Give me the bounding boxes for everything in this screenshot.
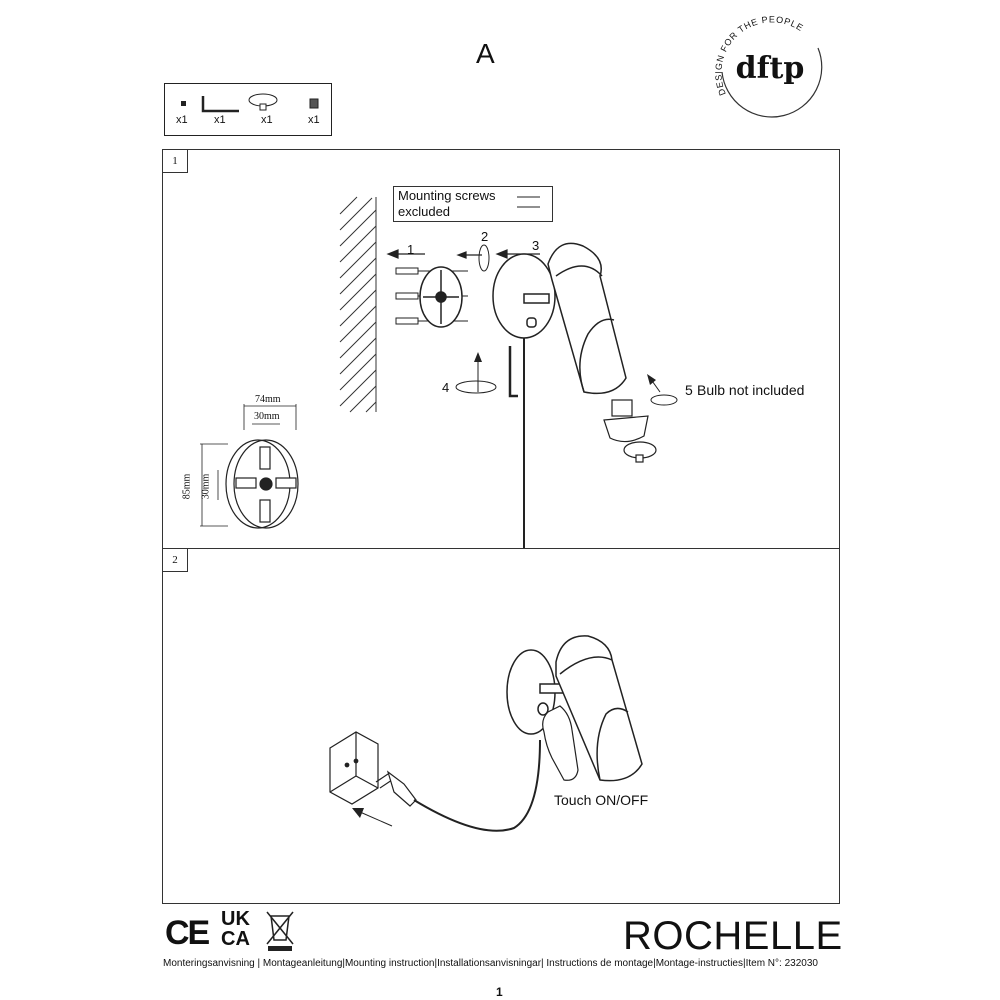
certification-marks: CE UK CA: [165, 908, 305, 952]
instruction-languages: Monteringsanvisning | Montageanleitung|M…: [163, 958, 818, 969]
nut-icon: [309, 98, 319, 109]
mounting-bracket-icon: [419, 266, 463, 328]
step-label: 4: [442, 380, 450, 395]
screws-excluded-note: Mounting screws excluded: [393, 186, 553, 222]
wall-hatch: [339, 196, 377, 413]
logo-brand: dftp: [736, 51, 805, 86]
part-qty: x1: [261, 114, 273, 126]
section-letter: A: [476, 38, 495, 69]
allen-key-icon: [201, 96, 239, 113]
step-label: 1: [407, 242, 415, 257]
power-plug-icon: [375, 770, 417, 807]
ce-mark: CE: [165, 914, 210, 952]
screw-icon: [181, 101, 186, 106]
part-qty: x1: [176, 114, 188, 126]
dimension-drawing: [200, 404, 299, 529]
hand-icon: [542, 705, 579, 781]
step-label: 3: [532, 238, 540, 253]
brand-logo: DESIGN FOR THE PEOPLE dftp: [708, 8, 836, 136]
weee-bin-icon: [266, 911, 294, 951]
ukca-mark-top: UK: [221, 908, 250, 930]
allen-key-icon: [508, 346, 518, 398]
product-name: ROCHELLE: [623, 914, 843, 958]
note-line: excluded: [398, 204, 451, 219]
dim-width-outer: 74mm: [255, 394, 281, 405]
page-number: 1: [496, 985, 503, 999]
dim-width-inner: 30mm: [254, 411, 280, 422]
part-qty: x1: [308, 114, 320, 126]
panel-number: 2: [163, 549, 188, 572]
step-panel-2: 2: [162, 549, 840, 904]
wall-lamp-icon: [492, 242, 627, 548]
step-label: 5: [685, 382, 693, 398]
parts-box: x1 x1 x1 x1: [164, 83, 332, 136]
gu10-bulb-icon: [603, 399, 657, 463]
panel-number: 1: [163, 150, 188, 173]
part-qty: x1: [214, 114, 226, 126]
wall-lamp-icon: [506, 635, 643, 782]
touch-on-off-label: Touch ON/OFF: [554, 792, 649, 808]
ukca-mark-bottom: CA: [221, 928, 250, 950]
wall-socket-icon: [329, 731, 379, 805]
step-label: 2: [481, 229, 489, 244]
bulb-not-included-label: Bulb not included: [697, 382, 805, 398]
note-line: Mounting screws: [398, 188, 496, 203]
cover-cap-icon: [248, 93, 278, 111]
step-panel-1: 1: [162, 149, 840, 549]
